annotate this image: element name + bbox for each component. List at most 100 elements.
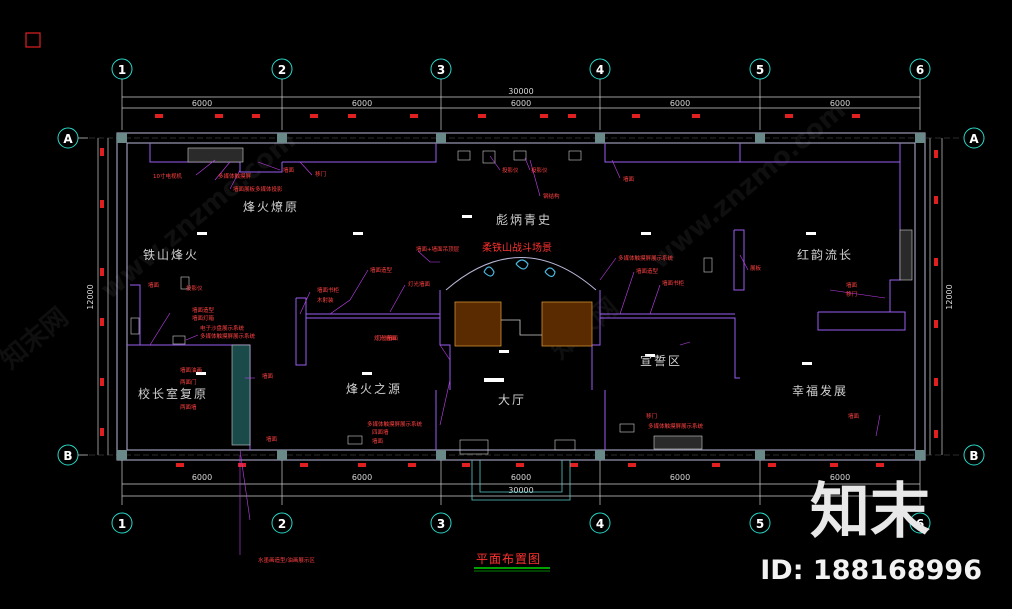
axis-label-row: B: [63, 449, 72, 463]
svg-text:投影仪: 投影仪: [502, 166, 519, 174]
svg-text:投影仪: 投影仪: [186, 284, 203, 292]
axis-label-row: A: [969, 132, 979, 146]
svg-text:墙面+墙面吊顶层: 墙面+墙面吊顶层: [416, 245, 460, 253]
room-label: 铁山烽火: [143, 248, 199, 262]
dim-bottom-span: 6000: [192, 473, 212, 482]
svg-text:墙面: 墙面: [266, 435, 278, 443]
svg-text:水墨画造型/油画展示区: 水墨画造型/油画展示区: [258, 556, 315, 564]
axis-label-col: 5: [756, 63, 764, 77]
svg-text:知末网: 知末网: [0, 302, 74, 375]
axis-label-row: B: [969, 449, 978, 463]
device-icons: [130, 150, 713, 455]
axis-grid: [80, 137, 962, 456]
axis-label-col: 1: [118, 63, 126, 77]
annotations: 10寸电视机 多媒体触摸屏 墙面展板多媒体投影 墙面 移门 投影仪 投影仪 钢结…: [148, 166, 860, 564]
resource-id-label: ID: 188168996: [760, 555, 982, 586]
dim-top-total: 30000: [508, 87, 533, 96]
svg-text:多媒体触摸屏展示系统: 多媒体触摸屏展示系统: [618, 254, 674, 262]
entrance: [471, 460, 571, 501]
svg-text:四面墙: 四面墙: [372, 428, 389, 436]
svg-text:钢结构: 钢结构: [543, 192, 560, 200]
corner-marker: [25, 32, 41, 48]
dim-bottom-span: 6000: [352, 473, 372, 482]
axis-label-col: 4: [596, 517, 604, 531]
axis-label-col: 2: [278, 63, 286, 77]
svg-text:移门: 移门: [846, 290, 857, 298]
room-label: 彪炳青史: [496, 213, 552, 227]
bottom-dimensions: [121, 460, 921, 505]
dim-top-span: 6000: [670, 99, 690, 108]
room-label: 红韵流长: [797, 247, 853, 262]
svg-text:墙面灯箱: 墙面灯箱: [192, 314, 215, 322]
svg-text:移门: 移门: [646, 412, 657, 420]
watermark: 知末网 www.znzmo.com 知末网 www.znzmo.com: [0, 95, 852, 375]
svg-text:墙面造型: 墙面造型: [636, 267, 659, 275]
room-label: 烽火燎原: [243, 199, 299, 214]
side-dimensions: [97, 138, 943, 455]
svg-text:墙面: 墙面: [846, 281, 858, 289]
scene-blocks: [454, 301, 593, 347]
outer-walls: [116, 132, 926, 461]
svg-text:多媒体触摸屏展示系统: 多媒体触摸屏展示系统: [648, 422, 704, 430]
dim-top-span: 6000: [511, 99, 531, 108]
dim-bottom-total: 30000: [508, 486, 533, 495]
svg-text:两面墙: 两面墙: [180, 403, 197, 411]
axis-label-col: 4: [596, 63, 604, 77]
svg-text:墙面: 墙面: [148, 281, 160, 289]
dim-bottom-span: 6000: [830, 473, 850, 482]
svg-text:多媒体触摸屏: 多媒体触摸屏: [218, 172, 252, 180]
axis-label-col: 2: [278, 517, 286, 531]
scene-banner: 柔铁山战斗场景: [482, 241, 552, 254]
axis-label-row: A: [63, 132, 73, 146]
svg-text:两面门: 两面门: [180, 378, 197, 386]
window-markers-top: [155, 114, 860, 118]
svg-text:展板: 展板: [750, 264, 762, 272]
svg-text:墙面书柜: 墙面书柜: [662, 279, 685, 287]
dim-top-span: 6000: [352, 99, 372, 108]
svg-text:灯光墙面: 灯光墙面: [376, 334, 399, 342]
room-label: 幸福发展: [792, 383, 848, 398]
dim-right-total: 12000: [945, 284, 954, 309]
drawing-title: 平面布置图: [476, 552, 541, 566]
room-label: 校长室复原: [138, 386, 208, 401]
top-dimensions: [121, 85, 921, 130]
svg-text:多媒体触摸屏展示系统: 多媒体触摸屏展示系统: [200, 332, 256, 340]
svg-text:墙面: 墙面: [372, 437, 384, 445]
annotation-leaders: [149, 155, 886, 555]
svg-text:灯光墙面: 灯光墙面: [374, 334, 397, 342]
texture-panels: [187, 147, 913, 450]
svg-text:墙面书柜: 墙面书柜: [317, 286, 340, 294]
svg-text:灯光墙面: 灯光墙面: [408, 280, 431, 288]
axis-labels: 1 2 3 4 5 6 1 2 3 4 5 6 A B A B: [63, 63, 979, 531]
svg-text:墙面: 墙面: [848, 412, 860, 420]
axis-label-col: 1: [118, 517, 126, 531]
svg-text:墙面: 墙面: [623, 175, 635, 183]
room-label: 大厅: [498, 393, 526, 407]
svg-text:墙面油画: 墙面油画: [180, 366, 202, 374]
svg-text:墙面: 墙面: [283, 166, 295, 174]
dim-bottom-span: 6000: [670, 473, 690, 482]
brand-logo: 知末: [810, 477, 930, 544]
svg-text:知末: 知末: [810, 477, 930, 544]
room-label: 烽火之源: [346, 382, 402, 396]
axis-label-col: 5: [756, 517, 764, 531]
dim-top-span: 6000: [830, 99, 850, 108]
svg-text:10寸电视机: 10寸电视机: [153, 172, 182, 180]
svg-text:墙面展板多媒体投影: 墙面展板多媒体投影: [233, 185, 283, 193]
svg-text:多媒体触摸屏展示系统: 多媒体触摸屏展示系统: [367, 420, 423, 428]
svg-text:投影仪: 投影仪: [531, 166, 548, 174]
svg-text:墙面: 墙面: [262, 372, 274, 380]
svg-text:木射装: 木射装: [317, 296, 334, 304]
axis-label-col: 3: [437, 63, 445, 77]
window-markers-side: [100, 148, 938, 438]
scene-figures: [483, 259, 556, 278]
axis-label-col: 6: [916, 63, 924, 77]
axis-bubbles: [57, 58, 985, 534]
svg-text:墙面造型: 墙面造型: [370, 266, 393, 274]
room-label: 宣誓区: [640, 353, 682, 368]
scene-arch: [445, 257, 597, 291]
axis-label-col: 6: [916, 517, 924, 531]
svg-text:墙面造型: 墙面造型: [192, 306, 215, 314]
svg-text:移门: 移门: [315, 170, 326, 178]
